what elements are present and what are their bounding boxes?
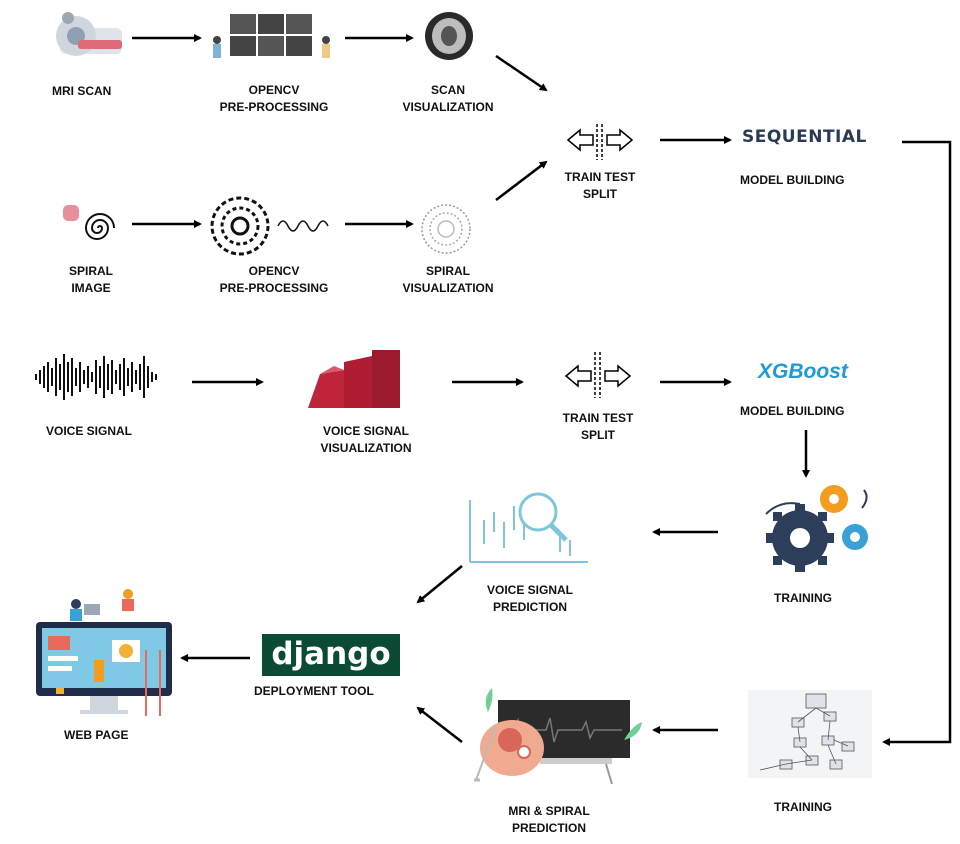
label-model-building-2: MODEL BUILDING: [740, 403, 844, 420]
analytics-magnifier-icon: [469, 492, 588, 563]
label-line: TRAINING: [774, 591, 832, 605]
label-deployment: DEPLOYMENT TOOL: [254, 683, 374, 700]
label-training-1: TRAINING: [774, 590, 832, 607]
sequential-logo: SEQUENTIAL: [742, 127, 867, 147]
label-line: SPIRAL: [425, 264, 470, 278]
label-line: VOICE SIGNAL: [46, 424, 133, 438]
label-line: MODEL BUILDING: [740, 404, 845, 418]
xgboost-logo: XGBoost: [758, 360, 848, 383]
label-mri-spiral-pred: MRI & SPIRAL PREDICTION: [490, 803, 608, 837]
webpage-illustration-icon: [36, 589, 172, 716]
label-line: SPLIT: [582, 187, 617, 201]
label-line: SPLIT: [580, 428, 615, 442]
label-opencv-2: OPENCV PRE-PROCESSING: [204, 263, 344, 297]
mri-scanner-icon: [56, 12, 122, 56]
label-web-page: WEB PAGE: [64, 727, 128, 744]
label-line: PREDICTION: [511, 821, 586, 835]
label-line: OPENCV: [248, 264, 300, 278]
label-line: VISUALIZATION: [402, 100, 494, 114]
opencv-screens-icon: [213, 14, 330, 58]
label-line: PRE-PROCESSING: [219, 281, 329, 295]
split-arrows-icon: [564, 352, 632, 398]
label-line: VOICE SIGNAL: [486, 583, 573, 597]
split-arrows-icon: [566, 124, 634, 160]
waveform-icon: [35, 354, 157, 400]
django-logo: django: [262, 634, 400, 676]
gears-icon: [765, 485, 868, 572]
network-graph-icon: [748, 690, 872, 778]
label-line: WEB PAGE: [64, 728, 129, 742]
spiral-wave-icon: [210, 196, 329, 256]
label-mri-scan: MRI SCAN: [52, 83, 111, 100]
label-voice-pred: VOICE SIGNAL PREDICTION: [462, 582, 598, 616]
label-voice-vis: VOICE SIGNAL VISUALIZATION: [296, 423, 436, 457]
label-line: PREDICTION: [492, 600, 567, 614]
label-line: VOICE SIGNAL: [322, 424, 409, 438]
label-model-building-1: MODEL BUILDING: [740, 172, 844, 189]
label-line: TRAIN TEST: [564, 170, 636, 184]
label-opencv-1: OPENCV PRE-PROCESSING: [204, 82, 344, 116]
arrow-voicepred-to-webpage: [416, 565, 463, 604]
label-train-test-2: TRAIN TEST SPLIT: [546, 410, 650, 444]
arrow-scan-to-split: [495, 54, 548, 92]
label-line: SCAN: [430, 83, 465, 97]
label-line: SPIRAL: [68, 264, 113, 278]
arrow-mripred-to-django: [416, 706, 463, 743]
spiral-thumbnail-icon: [421, 204, 471, 254]
label-training-2: TRAINING: [774, 799, 832, 816]
label-line: TRAIN TEST: [562, 411, 634, 425]
label-line: DEPLOYMENT TOOL: [254, 684, 374, 698]
label-line: OPENCV: [248, 83, 300, 97]
label-line: TRAINING: [774, 800, 832, 814]
label-spiral-vis: SPIRAL VISUALIZATION: [382, 263, 514, 297]
label-line: PRE-PROCESSING: [219, 100, 329, 114]
label-line: MODEL BUILDING: [740, 173, 845, 187]
arrow-sequential-to-training: [882, 140, 952, 746]
bar-chart-icon: [308, 350, 400, 408]
label-line: IMAGE: [71, 281, 111, 295]
brain-monitor-icon: [474, 688, 642, 785]
arrow-spiralvis-to-split: [495, 160, 548, 201]
label-train-test-1: TRAIN TEST SPLIT: [548, 169, 652, 203]
label-line: VISUALIZATION: [320, 441, 412, 455]
brain-scan-icon: [425, 12, 473, 60]
label-line: MRI SCAN: [52, 84, 112, 98]
flow-arrows: [132, 34, 952, 746]
label-scan-vis: SCAN VISUALIZATION: [382, 82, 514, 116]
label-spiral-image: SPIRAL IMAGE: [54, 263, 128, 297]
label-line: VISUALIZATION: [402, 281, 494, 295]
hand-spiral-icon: [63, 205, 115, 240]
label-line: MRI & SPIRAL: [508, 804, 590, 818]
label-voice-signal: VOICE SIGNAL: [46, 423, 132, 440]
